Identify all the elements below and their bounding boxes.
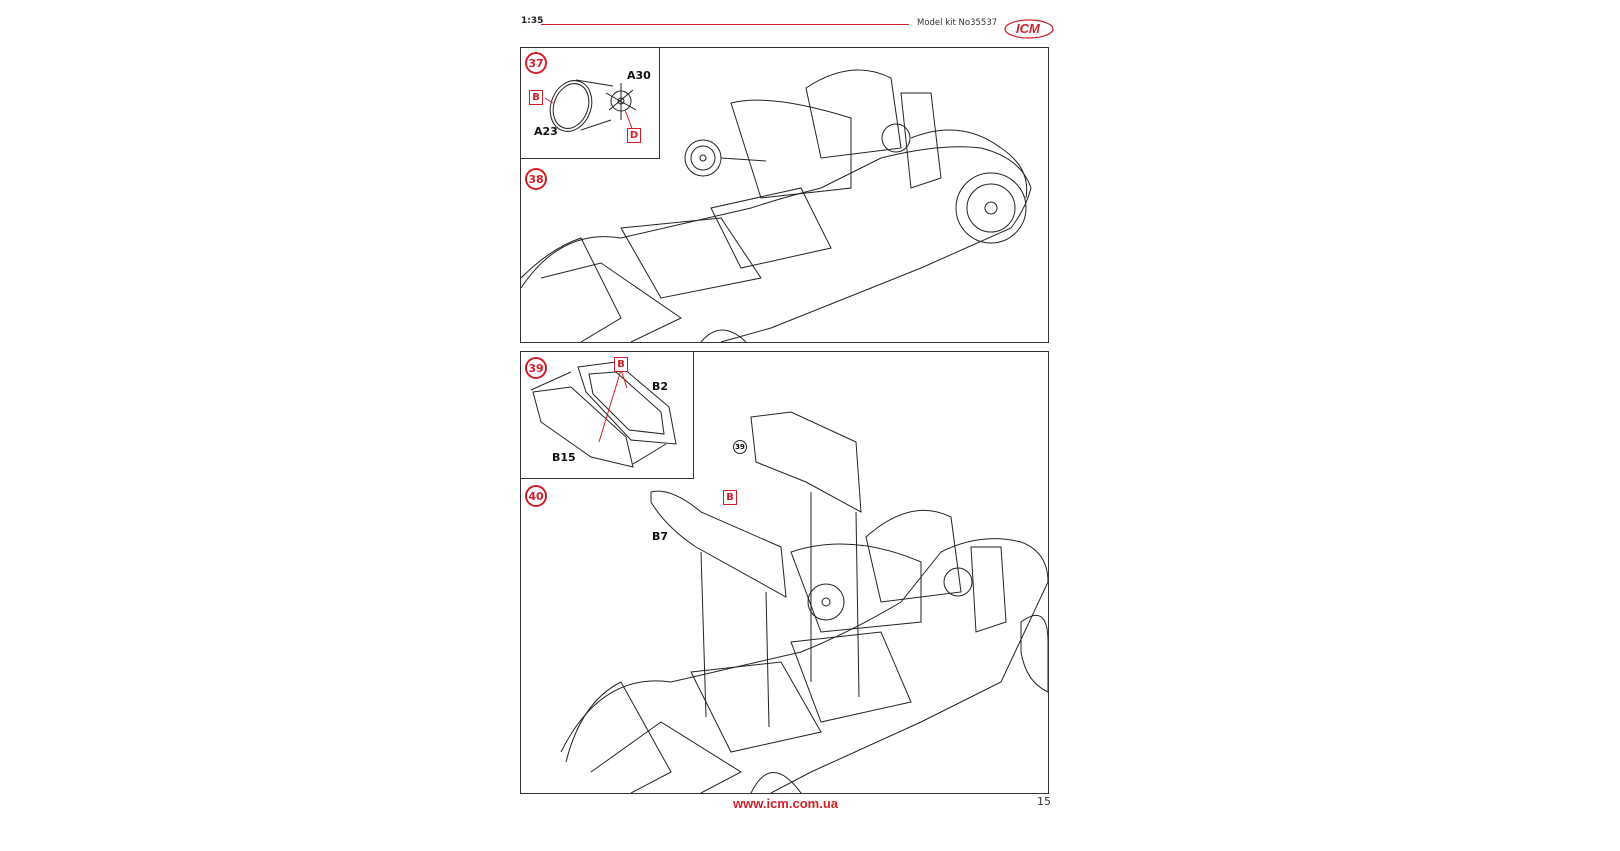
- kit-number: Model kit No35537: [917, 18, 998, 28]
- step-number-38: 38: [525, 168, 547, 190]
- step-37-inset: 37 A30 A23 B D: [520, 47, 660, 159]
- paint-code-d: D: [627, 128, 641, 143]
- step-number-40: 40: [525, 485, 547, 507]
- header-rule: [541, 24, 909, 25]
- step-number-37: 37: [525, 52, 547, 74]
- steering-wheel-drawing: [544, 79, 637, 132]
- icm-logo: ICM: [1003, 15, 1055, 45]
- part-label-b2: B2: [652, 380, 669, 393]
- car-seats-drawing: [560, 411, 1048, 793]
- paint-code-b: B: [529, 90, 543, 105]
- seat-back-drawing: [530, 361, 677, 468]
- step-39-inset: 39 B2 B15 B: [520, 351, 694, 479]
- step-38-panel: 37 A30 A23 B D 38: [520, 47, 1049, 343]
- sub-assembly-ref-39: 39: [733, 440, 747, 454]
- scale-label: 1:35: [521, 16, 544, 26]
- step-number-39: 39: [525, 357, 547, 379]
- part-label-b15: B15: [552, 451, 576, 464]
- part-label-a30: A30: [627, 69, 651, 82]
- page-number: 15: [1037, 795, 1051, 808]
- part-label-a23: A23: [534, 125, 558, 138]
- part-label-b7: B7: [652, 530, 669, 543]
- step-40-panel: 39 B2 B15 B 39 40 B7 B: [520, 351, 1049, 794]
- footer-url[interactable]: www.icm.com.ua: [733, 796, 838, 811]
- svg-text:ICM: ICM: [1016, 21, 1041, 36]
- car-dashboard-drawing: [521, 69, 1032, 342]
- paint-code-b: B: [614, 357, 628, 372]
- paint-code-b: B: [723, 490, 737, 505]
